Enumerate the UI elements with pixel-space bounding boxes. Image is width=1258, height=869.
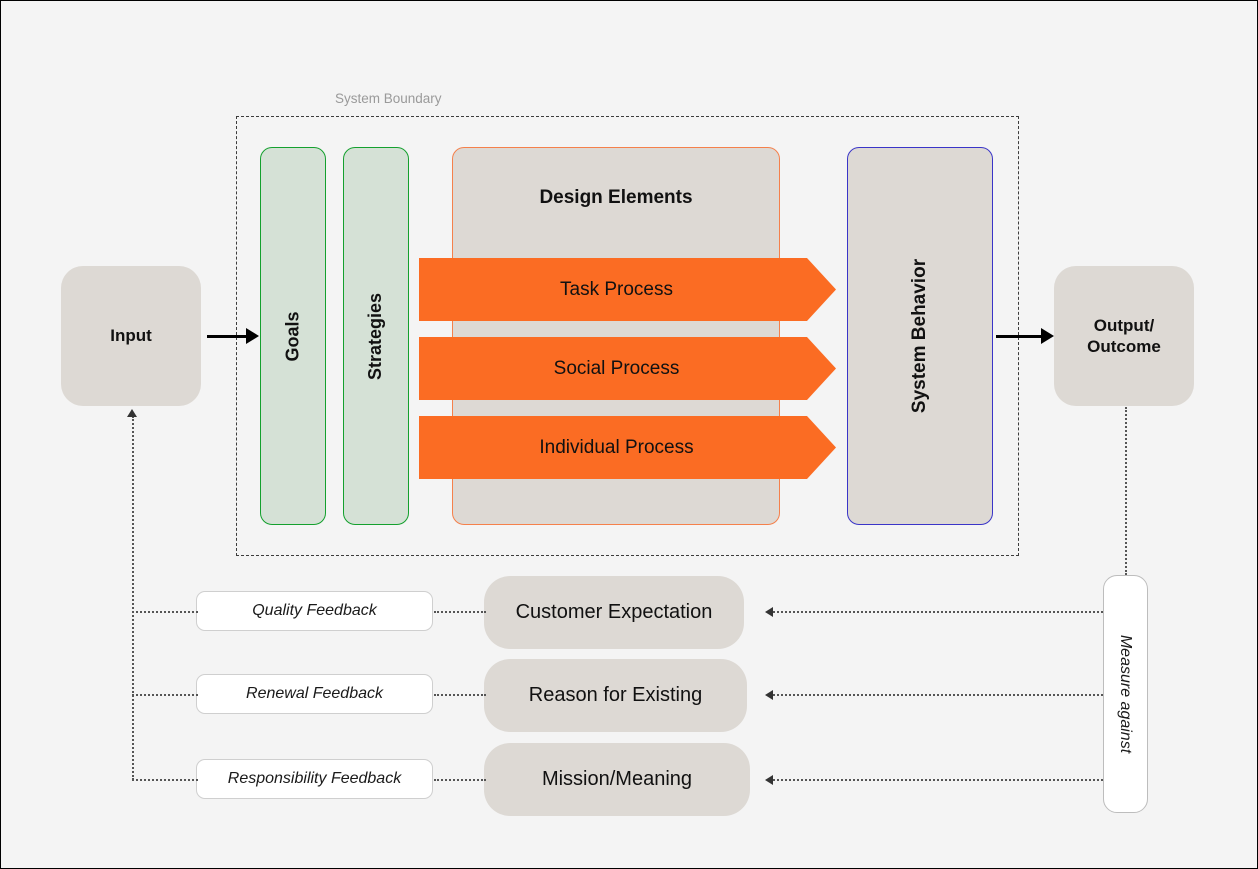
reference-reason-for-existing[interactable]: Reason for Existing [484,659,747,732]
pillar-strategies[interactable]: Strategies [343,147,409,525]
process-task-label: Task Process [560,278,673,300]
process-individual-label: Individual Process [539,436,694,458]
feedback-bus-branch-quality [132,611,198,613]
feedback-bus-vertical [132,416,134,780]
feedback-bus-arrow-head [127,409,137,417]
system-to-output-arrow-line [996,335,1043,338]
output-box[interactable]: Output/ Outcome [1054,266,1194,406]
pillar-goals[interactable]: Goals [260,147,326,525]
input-to-system-arrow-line [207,335,248,338]
design-elements-title: Design Elements [539,187,693,208]
input-to-system-arrow-head [246,328,259,344]
input-box[interactable]: Input [61,266,201,406]
output-label-line1: Output/ [1093,315,1155,335]
customer-expectation-to-quality-feedback-link [434,611,486,613]
reference-customer-expectation-label: Customer Expectation [515,601,713,623]
reference-reason-for-existing-label: Reason for Existing [528,684,703,706]
process-individual[interactable]: Individual Process [419,416,836,479]
measure-against-box[interactable]: Measure against [1103,575,1148,813]
measure-to-reason-for-existing-head [765,690,773,700]
measure-to-customer-expectation-head [765,607,773,617]
feedback-bus-branch-responsibility [132,779,198,781]
process-social[interactable]: Social Process [419,337,836,400]
measure-to-customer-expectation-line [773,611,1103,613]
mission-meaning-to-responsibility-feedback-link [434,779,486,781]
reference-customer-expectation[interactable]: Customer Expectation [484,576,744,649]
measure-against-label: Measure against [1117,634,1135,754]
process-social-label: Social Process [553,357,680,379]
process-task[interactable]: Task Process [419,258,836,321]
feedback-responsibility[interactable]: Responsibility Feedback [196,759,433,799]
input-label: Input [110,326,152,346]
feedback-bus-branch-renewal [132,694,198,696]
pillar-strategies-label: Strategies [365,292,386,380]
reference-mission-meaning-label: Mission/Meaning [541,768,693,790]
feedback-quality[interactable]: Quality Feedback [196,591,433,631]
output-to-measure-connector [1125,407,1127,575]
measure-to-reason-for-existing-line [773,694,1103,696]
feedback-quality-label: Quality Feedback [252,602,377,619]
feedback-renewal-label: Renewal Feedback [246,685,383,702]
feedback-responsibility-label: Responsibility Feedback [227,770,402,787]
system-behavior-box[interactable]: System Behavior [847,147,993,525]
output-label: Output/ Outcome [1087,315,1161,358]
pillar-goals-label: Goals [282,310,303,362]
feedback-renewal[interactable]: Renewal Feedback [196,674,433,714]
system-behavior-label: System Behavior [909,258,930,414]
measure-to-mission-meaning-line [773,779,1103,781]
system-to-output-arrow-head [1041,328,1054,344]
system-boundary-label: System Boundary [335,91,442,106]
reason-for-existing-to-renewal-feedback-link [434,694,486,696]
output-label-line2: Outcome [1087,337,1161,356]
measure-to-mission-meaning-head [765,775,773,785]
reference-mission-meaning[interactable]: Mission/Meaning [484,743,750,816]
